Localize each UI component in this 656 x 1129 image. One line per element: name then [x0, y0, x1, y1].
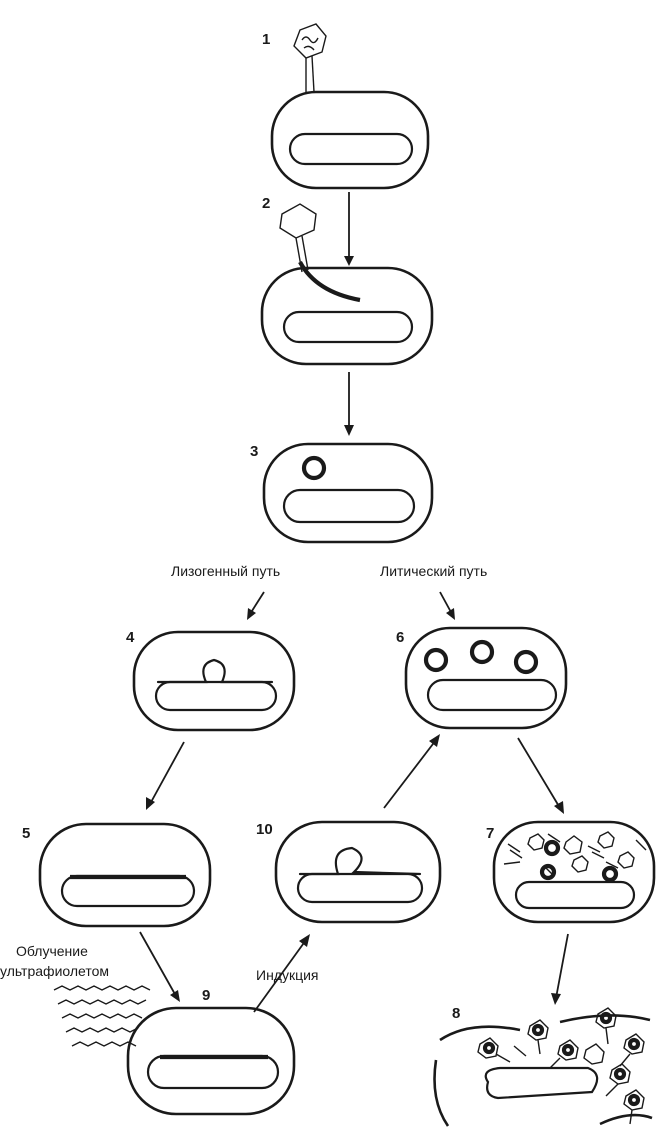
stage-number-4: 4: [126, 629, 135, 646]
cell-7: [492, 820, 656, 924]
released-dna-d: [599, 1011, 613, 1025]
arrow-5-to-9: [139, 931, 180, 1002]
cell-1: [270, 90, 430, 190]
arrow-4-to-5: [146, 741, 185, 810]
phage-icon: [293, 23, 327, 93]
cell-10: [274, 820, 442, 924]
nucleoid-2: [282, 310, 414, 344]
stage-number-5: 5: [22, 825, 30, 842]
stage-number-7: 7: [486, 825, 494, 842]
nucleoid-10: [296, 872, 424, 904]
phage-dna-circle-b: [469, 639, 495, 665]
released-dna-f: [613, 1067, 627, 1081]
integrating-dna: [156, 658, 274, 684]
stage-7: 7: [486, 820, 656, 924]
uv-rays-icon: [53, 985, 151, 1047]
nucleoid-1: [288, 132, 414, 166]
cell-4: [132, 630, 296, 732]
stage-4: 4: [126, 629, 296, 732]
cell-5: [38, 822, 212, 928]
arrow-10-to-6: [383, 734, 440, 809]
cell-2: [260, 266, 434, 366]
uv-label-line-2: ультрафиолетом: [0, 963, 109, 979]
empty-phage-head-icon: [279, 203, 317, 239]
ruptured-wall-bottom: [599, 1113, 653, 1126]
arrow-7-to-8: [551, 933, 569, 1005]
stage-3: 3: [250, 442, 434, 544]
nucleoid-7: [514, 880, 636, 910]
stage-1: 1: [262, 23, 430, 190]
stage-number-1: 1: [262, 31, 270, 48]
released-dna-b: [531, 1023, 545, 1037]
ruptured-wall-left: [433, 1059, 450, 1127]
nucleoid-6: [426, 678, 558, 712]
phage-dna-b: [539, 863, 557, 881]
nucleoid-4: [154, 680, 278, 712]
released-phages-icon: [477, 1007, 645, 1125]
released-dna-a: [482, 1041, 496, 1055]
stage-number-10: 10: [256, 821, 273, 838]
lysogenic-path-label: Лизогенный путь: [171, 563, 280, 579]
arrow-2-to-3: [344, 372, 354, 436]
arrow-1-to-2: [344, 192, 354, 266]
nucleoid-3: [282, 488, 416, 524]
phage-dna-c: [601, 865, 619, 883]
cell-3: [262, 442, 434, 544]
injected-dna: [298, 260, 361, 303]
stage-number-8: 8: [452, 1005, 460, 1022]
arrow-3-to-4: [247, 591, 265, 620]
arrow-9-to-10: [253, 934, 310, 1013]
phage-dna-circle-c: [513, 649, 539, 675]
stage-number-3: 3: [250, 443, 258, 460]
nucleoid-5: [60, 874, 196, 908]
lytic-path-label: Литический путь: [380, 563, 487, 579]
phage-dna-circle-a: [423, 647, 449, 673]
released-dna-c: [561, 1043, 575, 1057]
cell-6: [404, 626, 568, 730]
stage-10: 10: [256, 820, 442, 924]
stage-number-2: 2: [262, 195, 270, 212]
nucleoid-remnant: [484, 1066, 599, 1100]
stage-5: 5: [22, 822, 212, 928]
released-dna-e: [627, 1037, 641, 1051]
stage-6: 6: [396, 626, 568, 730]
ruptured-wall-top-left: [439, 1025, 521, 1042]
uv-label-line-1: Облучение: [16, 943, 88, 959]
cell-9: [126, 1006, 296, 1116]
stage-9: 9: [126, 987, 296, 1116]
induction-label: Индукция: [256, 967, 319, 983]
phage-dna-circle: [301, 455, 327, 481]
stage-2: 2: [260, 195, 434, 366]
phage-parts: [503, 831, 647, 877]
excising-dna: [298, 846, 422, 876]
nucleoid-9: [146, 1054, 280, 1090]
released-dna-g: [627, 1093, 641, 1107]
arrow-3-to-6: [439, 591, 455, 620]
stage-number-6: 6: [396, 629, 404, 646]
stage-8: 8: [433, 1005, 653, 1127]
phage-dna-a: [543, 839, 561, 857]
stage-number-9: 9: [202, 987, 210, 1004]
arrow-6-to-7: [517, 737, 564, 814]
